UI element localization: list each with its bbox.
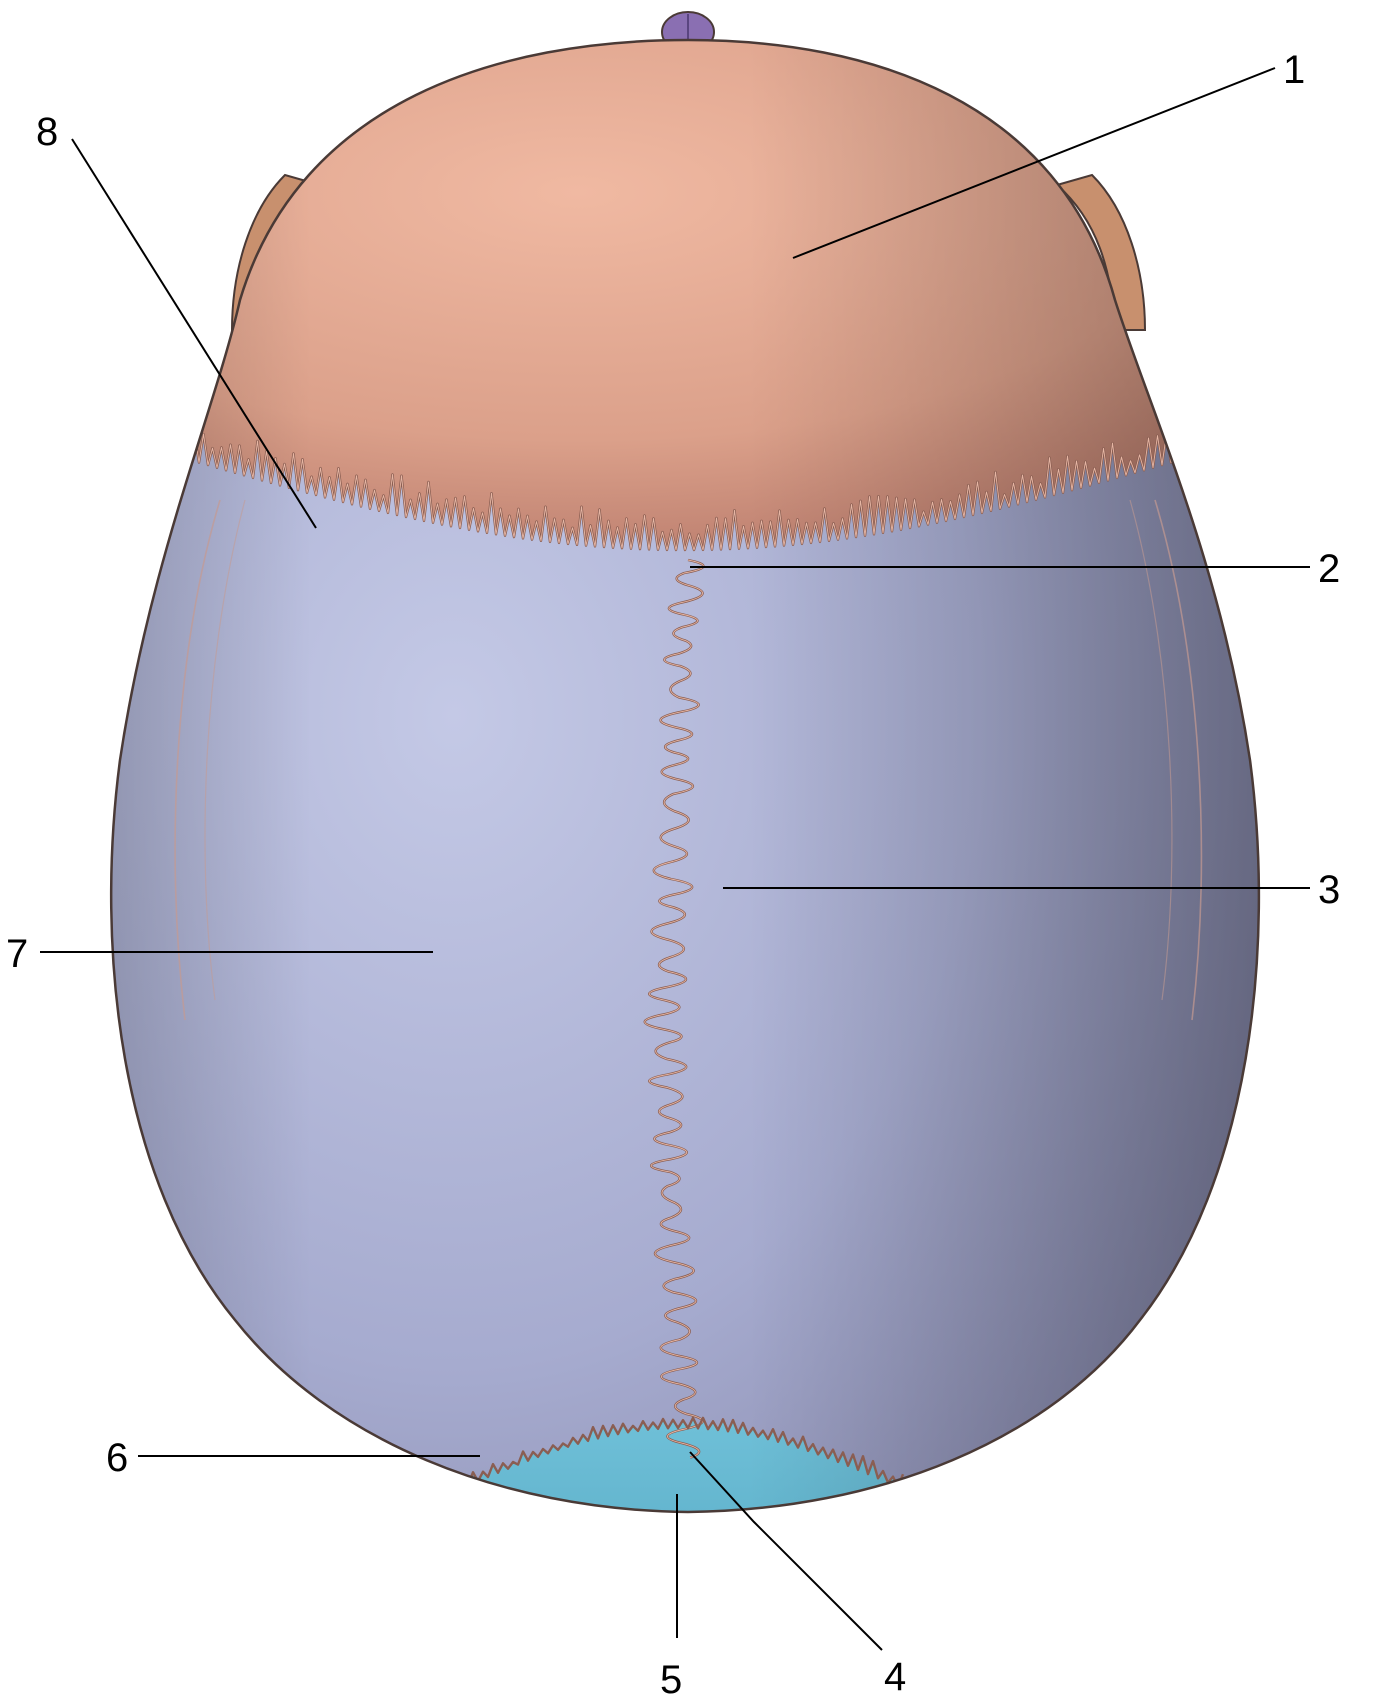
callout-8: 8 xyxy=(36,110,58,154)
callout-7: 7 xyxy=(6,932,28,976)
callout-5: 5 xyxy=(660,1658,682,1702)
callout-3: 3 xyxy=(1318,868,1340,912)
callout-4: 4 xyxy=(884,1655,906,1699)
callout-2: 2 xyxy=(1318,547,1340,591)
callout-6: 6 xyxy=(106,1436,128,1480)
callout-1: 1 xyxy=(1283,48,1305,92)
